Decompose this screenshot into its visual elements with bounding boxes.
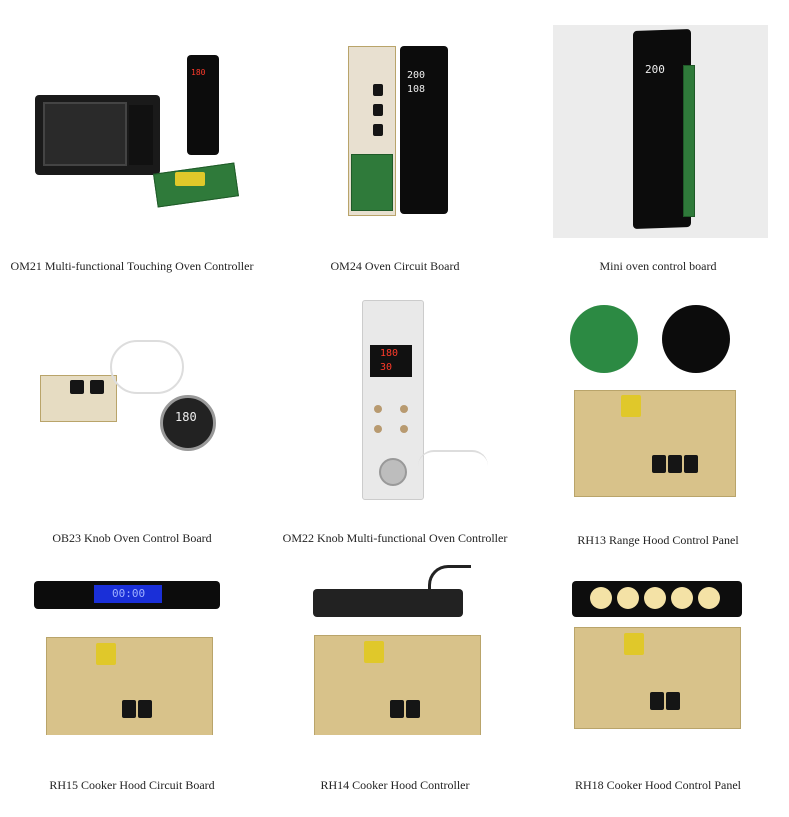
product-card-om21[interactable]: 180 OM21 Multi-functional Touching Oven … [0, 0, 263, 285]
product-caption[interactable]: OM22 Knob Multi-functional Oven Controll… [282, 531, 508, 545]
product-image-om24[interactable]: 200 108 [343, 44, 453, 216]
product-image-rh13[interactable] [566, 300, 766, 500]
product-card-rh15[interactable]: 00:00 RH15 Cooker Hood Circuit Board [0, 555, 263, 817]
display-top: 180 [380, 348, 399, 359]
product-image-ob23[interactable]: 180 [35, 330, 230, 460]
display-readout: 180 [191, 68, 206, 77]
product-caption[interactable]: RH18 Cooker Hood Control Panel [575, 778, 741, 792]
product-card-rh14[interactable]: RH14 Cooker Hood Controller [263, 555, 526, 817]
display-readout: 200 [645, 63, 665, 76]
product-image-rh18[interactable] [564, 575, 759, 735]
product-caption[interactable]: RH15 Cooker Hood Circuit Board [49, 778, 215, 792]
product-card-rh13[interactable]: RH13 Range Hood Control Panel [526, 285, 789, 555]
display-readout: 180 [175, 410, 197, 424]
display-bottom: 30 [380, 362, 393, 373]
product-card-rh18[interactable]: RH18 Cooker Hood Control Panel [526, 555, 789, 817]
display-top: 200 [407, 70, 426, 81]
product-caption[interactable]: OM21 Multi-functional Touching Oven Cont… [10, 259, 254, 273]
product-card-ob23[interactable]: 180 OB23 Knob Oven Control Board [0, 285, 263, 555]
product-caption[interactable]: RH14 Cooker Hood Controller [320, 778, 470, 792]
product-image-mini[interactable]: 200 [553, 25, 768, 238]
product-caption[interactable]: OM24 Oven Circuit Board [330, 259, 460, 273]
product-caption[interactable]: OB23 Knob Oven Control Board [52, 531, 212, 545]
product-image-om22[interactable]: 180 30 [358, 300, 493, 500]
product-card-om24[interactable]: 200 108 OM24 Oven Circuit Board [263, 0, 526, 285]
display-bottom: 108 [407, 84, 426, 95]
product-caption[interactable]: Mini oven control board [599, 259, 717, 273]
product-image-rh15[interactable]: 00:00 [32, 575, 227, 735]
product-caption[interactable]: RH13 Range Hood Control Panel [577, 533, 739, 547]
product-card-mini[interactable]: 200 Mini oven control board [526, 0, 789, 285]
product-image-rh14[interactable] [298, 565, 493, 735]
product-card-om22[interactable]: 180 30 OM22 Knob Multi-functional Oven C… [263, 285, 526, 555]
display-readout: 00:00 [112, 587, 146, 600]
product-image-om21[interactable]: 180 [25, 50, 250, 215]
